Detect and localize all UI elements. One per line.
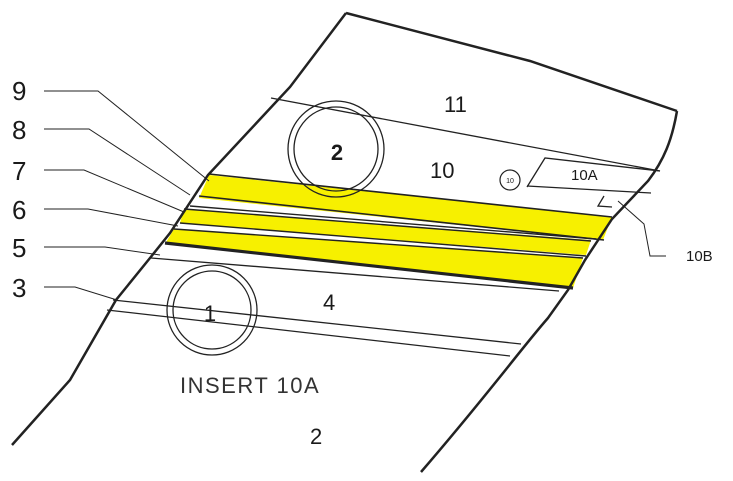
circle-2-outer xyxy=(287,100,385,198)
outline-right-edge xyxy=(420,110,679,473)
circle-label-10-small: 10 xyxy=(506,178,514,185)
boundary-layer-6-bottom xyxy=(173,228,584,259)
highlight-band-lower xyxy=(165,229,583,288)
boundary-layer-4-bottom xyxy=(112,299,522,345)
boundary-layer-7 xyxy=(183,208,592,242)
layer-label-7: 7 xyxy=(12,156,26,186)
insert-10a-bottom xyxy=(526,185,652,194)
circle-10-small xyxy=(499,169,521,191)
layer-label-6: 6 xyxy=(12,195,26,225)
highlight-band-upper xyxy=(199,175,612,240)
region-label-10b: 10B xyxy=(686,248,713,265)
circle-label-1: 1 xyxy=(204,301,216,326)
leader-5 xyxy=(44,246,161,256)
outline-left-edge xyxy=(11,12,347,446)
leader-8 xyxy=(44,128,191,196)
insert-label: INSERT 10A xyxy=(180,373,320,398)
circle-label-2: 2 xyxy=(331,140,343,165)
region-label-4: 4 xyxy=(323,290,335,315)
leader-9 xyxy=(44,90,210,182)
boundary-layer-5-thick xyxy=(164,241,574,290)
leader-7 xyxy=(44,169,185,213)
layer-label-9: 9 xyxy=(12,76,26,106)
region-label-10a: 10A xyxy=(571,167,598,184)
leader-3 xyxy=(44,286,118,301)
boundary-layer-4-top xyxy=(150,257,560,292)
leader-6 xyxy=(44,208,179,227)
boundary-layer-9-top xyxy=(208,173,613,218)
layer-label-3: 3 xyxy=(12,273,26,303)
layer-label-8: 8 xyxy=(12,115,26,145)
highlight-band-middle xyxy=(180,209,591,255)
outline-top-edge xyxy=(345,11,678,113)
boundary-layer-8 xyxy=(189,205,597,240)
leader-10b xyxy=(617,200,666,257)
region-label-11: 11 xyxy=(444,92,467,117)
insert-10b-outline xyxy=(596,195,613,208)
boundary-layer-6 xyxy=(179,222,587,257)
circle-2-inner xyxy=(293,106,379,192)
layer-label-5: 5 xyxy=(12,233,26,263)
region-label-10: 10 xyxy=(430,158,454,183)
boundary-layer-9-bottom xyxy=(198,195,605,241)
region-label-2-bottom: 2 xyxy=(310,424,322,449)
insert-10a-outline xyxy=(526,157,661,188)
boundary-11-10 xyxy=(270,97,661,172)
circle-1-inner xyxy=(172,270,252,350)
circle-1-outer xyxy=(166,264,258,356)
